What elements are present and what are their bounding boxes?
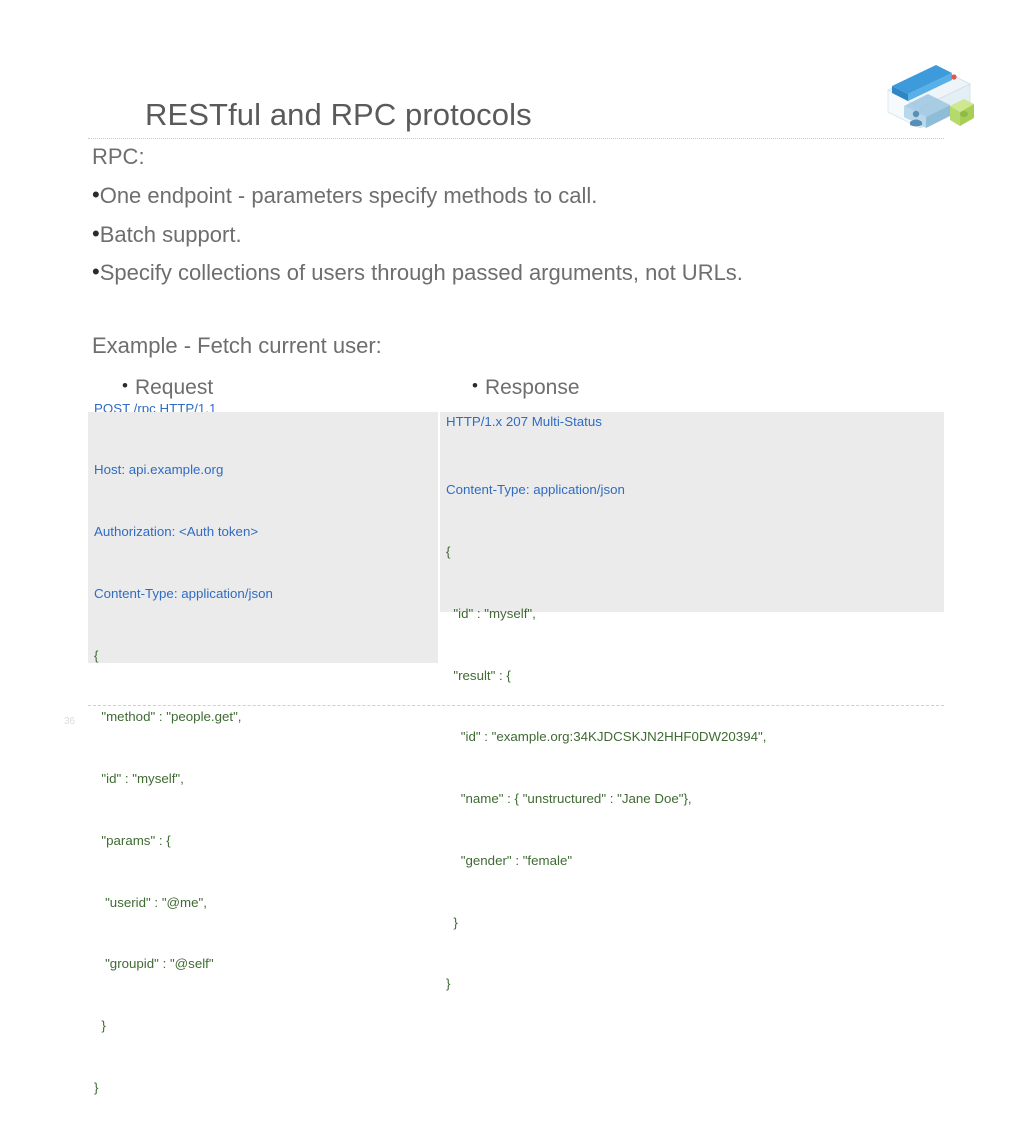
page-number: 36	[64, 716, 76, 727]
page-title: RESTful and RPC protocols	[145, 97, 532, 132]
example-label: Example - Fetch current user:	[92, 333, 382, 358]
code-line: Content-Type: application/json	[94, 585, 273, 601]
code-line: "userid" : "@me",	[94, 894, 207, 910]
code-line: "gender" : "female"	[446, 852, 573, 868]
response-code-block: Content-Type: application/json { "id" : …	[440, 412, 944, 991]
bullet-text: Specify collections of users through pas…	[99, 260, 743, 285]
window-user-card-icon	[880, 62, 976, 138]
bullet-glyph-icon: •	[122, 376, 128, 396]
bullet-item: •One endpoint - parameters specify metho…	[92, 183, 597, 209]
code-line: Host: api.example.org	[94, 462, 224, 478]
logo-svg	[887, 65, 974, 129]
code-line: }	[94, 1080, 99, 1095]
bullet-glyph-icon: •	[472, 376, 478, 396]
code-line: "params" : {	[94, 832, 171, 848]
request-code-lines: Host: api.example.org Authorization: <Au…	[94, 419, 273, 1140]
bullet-glyph-icon: •	[92, 220, 100, 246]
footer-divider	[88, 705, 944, 706]
response-code-lines: Content-Type: application/json { "id" : …	[446, 439, 766, 1036]
code-line: }	[446, 976, 451, 992]
code-line: }	[446, 914, 458, 930]
code-line: {	[94, 647, 99, 663]
code-line: "id" : "myself",	[94, 771, 184, 787]
slide-canvas: RESTful and RPC protocols	[64, 62, 976, 1095]
bullet-text: One endpoint - parameters specify method…	[99, 183, 598, 208]
response-first-line: HTTP/1.x 207 Multi-Status	[446, 414, 602, 429]
subheading-response-label: Response	[484, 376, 580, 399]
code-line: "result" : {	[446, 667, 511, 683]
code-line: "id" : "myself",	[446, 605, 536, 621]
subheading-response: • Response	[472, 376, 580, 400]
bullet-item: •Batch support.	[92, 222, 242, 248]
code-line: "name" : { "unstructured" : "Jane Doe"},	[446, 791, 692, 807]
code-line: "id" : "example.org:34KJDCSKJN2HHF0DW203…	[446, 729, 767, 745]
bullet-item: •Specify collections of users through pa…	[92, 260, 743, 286]
bullet-glyph-icon: •	[92, 258, 100, 284]
subheading-request-label: Request	[134, 376, 214, 399]
code-line: "groupid" : "@self"	[94, 956, 214, 972]
bullet-text: Batch support.	[99, 222, 242, 247]
code-line: "method" : "people.get",	[94, 709, 242, 725]
code-line: {	[446, 543, 451, 559]
bullet-glyph-icon: •	[92, 181, 100, 207]
code-line: Authorization: <Auth token>	[94, 523, 259, 539]
request-code-block: Host: api.example.org Authorization: <Au…	[88, 412, 438, 1095]
title-divider	[88, 138, 944, 139]
code-line: }	[94, 1018, 106, 1034]
code-line: Content-Type: application/json	[446, 482, 625, 498]
subheading-request: • Request	[122, 376, 213, 400]
section-label-rpc: RPC:	[92, 144, 145, 169]
